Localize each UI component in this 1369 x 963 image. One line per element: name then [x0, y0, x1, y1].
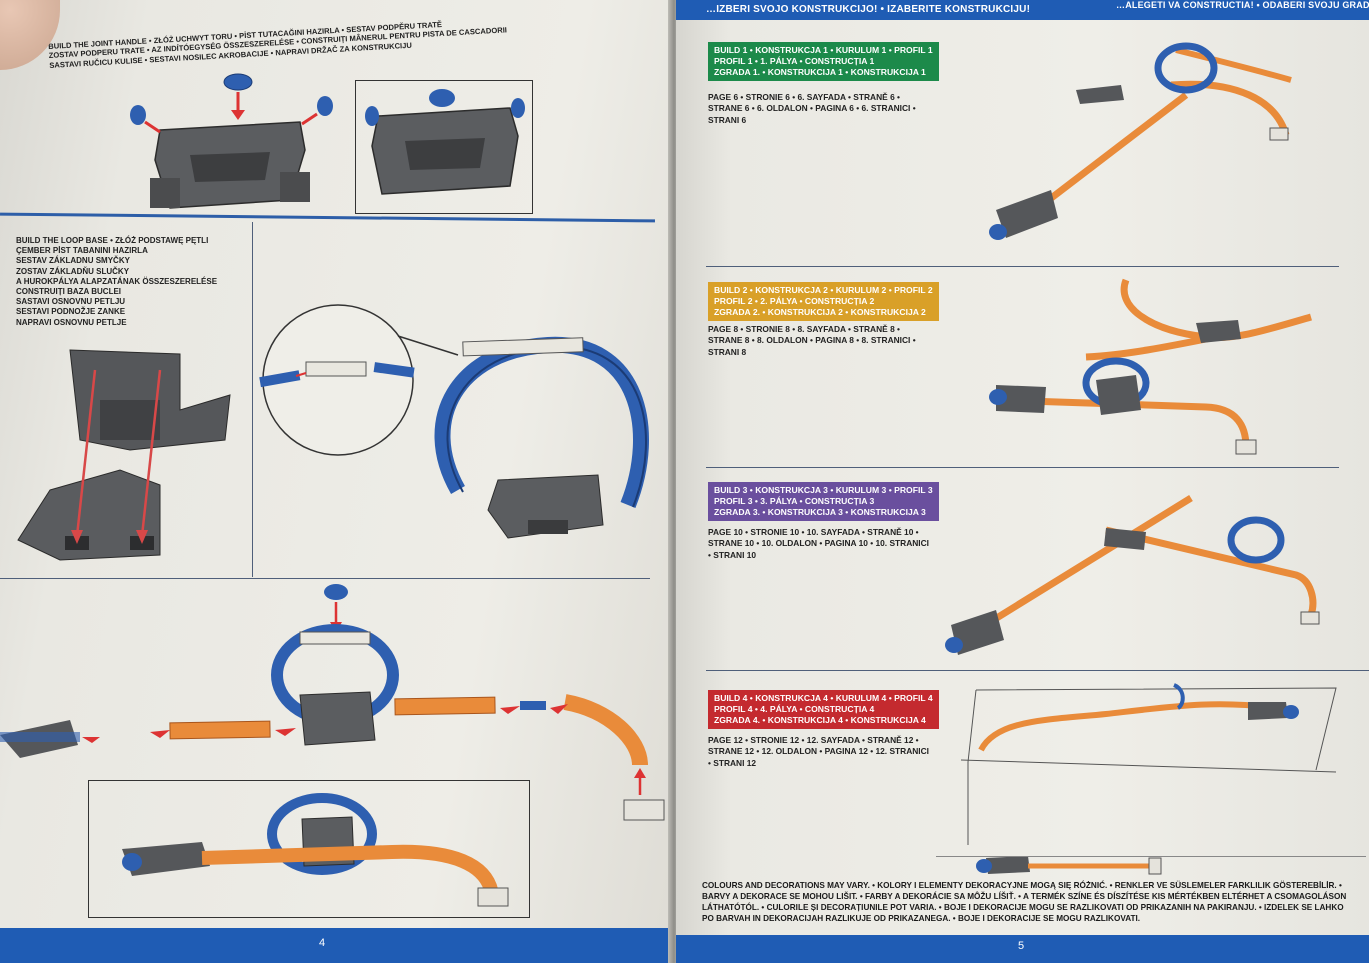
build-3-page-line-3: • STRANI 10 [708, 549, 757, 560]
build-2-badge: BUILD 2 • KONSTRUKCJA 2 • KURULUM 2 • PR… [708, 282, 939, 321]
build-4-title-line-3: ZGRADA 4. • KONSTRUKCIJA 4 • KONSTRUKCIJ… [714, 715, 926, 725]
build-4-page-line-3: • STRANI 12 [708, 757, 757, 768]
top-band-right [676, 0, 1369, 20]
loop-base-exploded-illustration [17, 349, 231, 561]
bottom-band-left [0, 928, 672, 963]
build-1-badge: BUILD 1 • KONSTRUKCJA 1 • KURULUM 1 • PR… [708, 42, 939, 81]
build-1-page-line-3: STRANI 6 [708, 114, 747, 125]
step-loop-line-9: NAPRAVI OSNOVNU PETLJE [16, 317, 127, 327]
bottom-band-right [676, 935, 1369, 963]
build-3-page-line-2: STRANE 10 • 10. OLDALON • PAGINA 10 • 10… [708, 538, 930, 549]
build-1-title-line-3: ZGRADA 1. • KONSTRUKCIJA 1 • KONSTRUKCIJ… [714, 67, 926, 77]
build-4-page-line-1: PAGE 12 • STRONIE 12 • 12. SAYFADA • STR… [708, 735, 919, 745]
build-3-badge: BUILD 3 • KONSTRUKCJA 3 • KURULUM 3 • PR… [708, 482, 939, 521]
build-3-illustration [945, 495, 1320, 655]
step-loop-line-2: ÇEMBER PİST TABANINI HAZIRLA [16, 246, 148, 256]
build-1-page-line-1: PAGE 6 • STRONIE 6 • 6. SAYFADA • STRANĚ… [708, 92, 900, 102]
build-1-title-line-2: PROFIL 1 • 1. PÁLYA • CONSTRUCȚIA 1 [714, 56, 875, 66]
disclaimer-line-1: COLOURS AND DECORATIONS MAY VARY. • KOLO… [702, 881, 1342, 890]
build-2-page-ref: PAGE 8 • STRONIE 8 • 8. SAYFADA • STRANĚ… [708, 324, 916, 358]
assembled-result-frame [88, 780, 530, 918]
build-2-title-line-2: PROFIL 2 • 2. PÁLYA • CONSTRUCȚIA 2 [714, 296, 875, 306]
disclaimer-line-3: LÁTHATÓTÓL. • CULORILE ȘI DECORAȚIUNILE … [702, 903, 1344, 912]
joint-handle-exploded-illustration [130, 73, 333, 209]
build-3-title-line-1: BUILD 3 • KONSTRUKCJA 3 • KURULUM 3 • PR… [714, 485, 933, 495]
build-divider-2 [706, 467, 1339, 468]
build-2-illustration [989, 278, 1312, 455]
build-2-page-line-3: STRANI 8 [708, 346, 747, 357]
step-loop-line-4: ZOSTAV ZÁKLADŇU SLUČKY [16, 266, 130, 276]
build-1-illustration [989, 42, 1292, 240]
build-2-title-line-3: ZGRADA 2. • KONSTRUKCIJA 2 • KONSTRUKCIJ… [714, 307, 926, 317]
build-3-page-line-1: PAGE 10 • STRONIE 10 • 10. SAYFADA • STR… [708, 527, 919, 537]
step-loop-line-5: A HUROKPÁLYA ALAPZATÁNAK ÖSSZESZERELÉSE [16, 276, 218, 286]
page-number-right: 5 [1018, 940, 1025, 952]
page-number-left: 4 [319, 937, 326, 949]
step-loop-base-text: BUILD THE LOOP BASE • ZŁÓŻ PODSTAWĘ PĘTL… [16, 236, 217, 328]
colours-disclaimer: COLOURS AND DECORATIONS MAY VARY. • KOLO… [702, 880, 1368, 924]
assembled-result-illustration [122, 793, 509, 907]
joint-handle-assembled-frame [355, 80, 533, 214]
build-divider-3 [706, 670, 1369, 671]
divider-rule-2 [0, 578, 650, 579]
build-4-title-line-2: PROFIL 4 • 4. PÁLYA • CONSTRUCȚIA 4 [714, 704, 875, 714]
build-4-baseline [936, 856, 1366, 857]
build-1-page-ref: PAGE 6 • STRONIE 6 • 6. SAYFADA • STRANĚ… [708, 92, 916, 126]
build-4-title-line-1: BUILD 4 • KONSTRUKCJA 4 • KURULUM 4 • PR… [714, 693, 933, 703]
joint-handle-assembled-illustration [365, 89, 525, 195]
build-2-page-line-2: STRANE 8 • 8. OLDALON • PAGINA 8 • 8. ST… [708, 335, 916, 346]
page-5: …ALEGETI VA CONSTRUCTIA! • ODABERI SVOJU… [676, 0, 1369, 963]
step-loop-line-3: SESTAV ZÁKLADNU SMYČKY [16, 256, 130, 266]
build-1-title-line-1: BUILD 1 • KONSTRUKCJA 1 • KURULUM 1 • PR… [714, 45, 933, 55]
step-loop-line-7: SASTAVI OSNOVNU PETLJU [16, 297, 126, 307]
header-line-1: …IZBERI SVOJO KONSTRUKCIJO! • IZABERITE … [706, 4, 1031, 15]
build-2-title-line-1: BUILD 2 • KONSTRUKCJA 2 • KURULUM 2 • PR… [714, 285, 933, 295]
build-3-title-line-2: PROFIL 3 • 3. PÁLYA • CONSTRUCȚIA 3 [714, 496, 875, 506]
header-line-0: …ALEGETI VA CONSTRUCTIA! • ODABERI SVOJU… [1116, 0, 1369, 10]
divider-vertical [252, 222, 253, 577]
loop-connector-magnifier-illustration [259, 304, 649, 539]
build-4-page-line-2: STRANE 12 • 12. OLDALON • PAGINA 12 • 12… [708, 746, 930, 757]
build-4-badge: BUILD 4 • KONSTRUKCJA 4 • KURULUM 4 • PR… [708, 690, 939, 729]
step-loop-line-1: BUILD THE LOOP BASE • ZŁÓŻ PODSTAWĘ PĘTL… [16, 236, 209, 245]
build-1-page-line-2: STRANE 6 • 6. OLDALON • PAGINA 6 • 6. ST… [708, 103, 916, 114]
build-3-page-ref: PAGE 10 • STRONIE 10 • 10. SAYFADA • STR… [708, 527, 929, 561]
build-2-page-line-1: PAGE 8 • STRONIE 8 • 8. SAYFADA • STRANĚ… [708, 324, 900, 334]
disclaimer-line-2: BARVY A DEKORACE SE MOHOU LIŠIT. • FARBY… [702, 892, 1347, 901]
page-4: 4 BUILD THE JOINT HANDLE • ZŁÓŻ UCHWYT T… [0, 0, 672, 963]
track-assembly-illustration [0, 584, 665, 821]
build-4-illustration [960, 683, 1337, 875]
build-divider-1 [706, 266, 1339, 267]
disclaimer-line-4: PO BARVAH IN DEKORACIJAH RAZLIKUJE OD PR… [702, 914, 1141, 923]
build-3-title-line-3: ZGRADA 3. • KONSTRUKCIJA 3 • KONSTRUKCIJ… [714, 507, 926, 517]
step-loop-line-6: CONSTRUIȚI BAZA BUCLEI [16, 287, 122, 297]
step-loop-line-8: SESTAVI PODNOŽJE ZANKE [16, 307, 126, 317]
build-4-page-ref: PAGE 12 • STRONIE 12 • 12. SAYFADA • STR… [708, 735, 929, 769]
